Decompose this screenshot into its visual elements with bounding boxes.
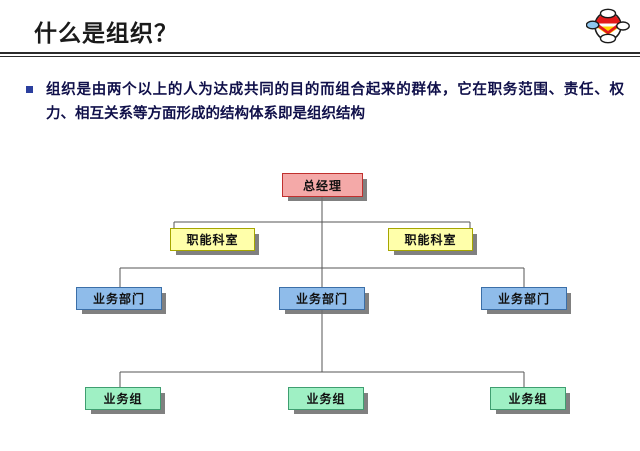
org-node-department-center[interactable]: 业务部门 xyxy=(279,287,365,310)
body-text-block: 组织是由两个以上的人为达成共同的目的而组合起来的群体，它在职务范围、责任、权力、… xyxy=(24,78,624,126)
org-node-functional-left[interactable]: 职能科室 xyxy=(170,228,255,251)
title-divider xyxy=(0,52,640,57)
org-node-department-left[interactable]: 业务部门 xyxy=(76,287,162,310)
page-title: 什么是组织？ xyxy=(34,20,178,47)
org-node-functional-right[interactable]: 职能科室 xyxy=(388,228,473,251)
org-node-department-right[interactable]: 业务部门 xyxy=(481,287,567,310)
company-logo-icon xyxy=(586,8,630,44)
bullet-square-icon xyxy=(26,86,33,93)
org-node-ceo[interactable]: 总经理 xyxy=(282,173,363,197)
org-node-team-left[interactable]: 业务组 xyxy=(85,387,161,410)
org-node-team-center[interactable]: 业务组 xyxy=(288,387,364,410)
org-node-team-right[interactable]: 业务组 xyxy=(490,387,566,410)
body-paragraph: 组织是由两个以上的人为达成共同的目的而组合起来的群体，它在职务范围、责任、权力、… xyxy=(46,81,624,122)
